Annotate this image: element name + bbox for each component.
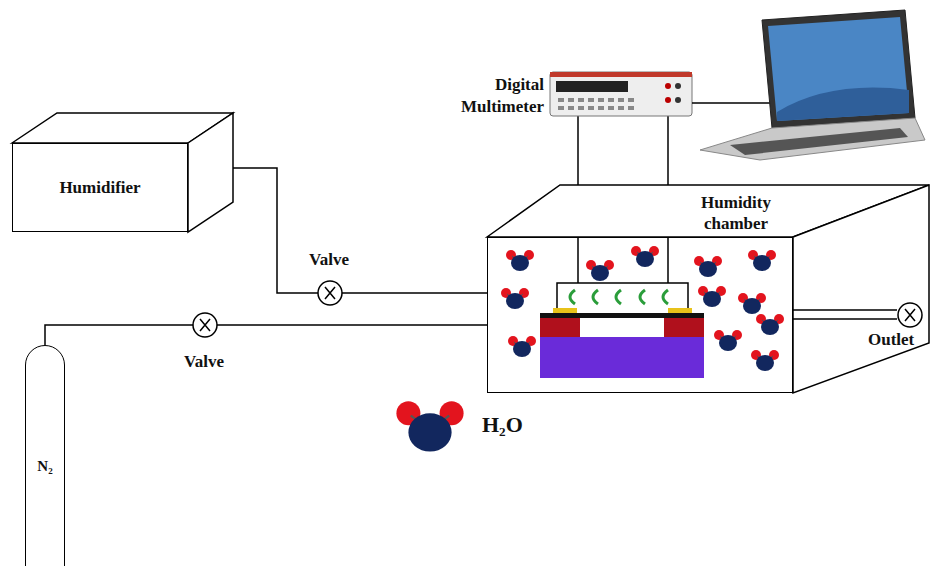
terminal — [675, 83, 681, 89]
node-label: Humidity chamber — [688, 192, 784, 235]
key — [598, 98, 604, 102]
key — [568, 98, 574, 102]
oxygen-atom — [743, 298, 761, 314]
humidifier-box: Humidifier — [12, 143, 188, 232]
oxygen-atom — [591, 265, 609, 281]
connector-line — [45, 325, 487, 345]
key — [588, 98, 594, 102]
wire — [692, 102, 775, 104]
key — [598, 106, 604, 110]
node-label: Digital Multimeter — [444, 74, 544, 118]
oxygen-atom — [703, 291, 721, 307]
oxygen-atom — [506, 293, 524, 309]
valve-label: Valve — [309, 250, 349, 270]
oxygen-atom — [513, 341, 531, 357]
valve-symbol — [318, 281, 342, 305]
valve-cross — [905, 309, 915, 321]
field-arc — [570, 290, 575, 304]
terminal — [675, 97, 681, 103]
electrode — [553, 308, 577, 313]
key — [608, 98, 614, 102]
valve-cross — [325, 287, 335, 299]
box-side — [188, 113, 233, 232]
valve-cross — [200, 319, 210, 331]
support-pad — [664, 318, 704, 337]
electrode — [668, 308, 692, 313]
oxygen-atom — [699, 261, 717, 277]
node-label: Humidifier — [59, 178, 140, 198]
humidity-chamber: Humidity chamber — [487, 237, 793, 393]
node-label: N₂ — [37, 458, 52, 566]
oxygen-atom — [753, 255, 771, 271]
terminal — [665, 97, 671, 103]
support-pad — [540, 318, 580, 337]
key — [618, 106, 624, 110]
field-arc — [640, 290, 645, 304]
oxygen-atom — [408, 413, 451, 451]
gas-cylinder: N₂ — [25, 345, 65, 566]
field-arc — [616, 290, 621, 304]
key — [558, 98, 564, 102]
oxygen-atom — [719, 335, 737, 351]
field-arc — [593, 290, 598, 304]
key — [628, 98, 634, 102]
oxygen-atom — [511, 255, 529, 271]
oxygen-atom — [761, 319, 779, 335]
valves — [193, 281, 922, 337]
outlet-label: Outlet — [868, 330, 914, 350]
key — [588, 106, 594, 110]
key — [578, 106, 584, 110]
oxygen-atom — [756, 355, 774, 371]
screen-wave — [777, 88, 909, 121]
substrate — [540, 337, 704, 378]
laptop-screen — [768, 17, 909, 121]
chamber-side — [793, 185, 929, 393]
valve-label: Valve — [184, 352, 224, 372]
outlet-pipe — [793, 318, 897, 320]
multimeter-body — [550, 72, 692, 116]
field-arc — [663, 290, 668, 304]
key — [568, 106, 574, 110]
key — [628, 106, 634, 110]
multimeter-device: Digital Multimeter — [550, 72, 692, 116]
key — [558, 106, 564, 110]
oxygen-atom — [636, 251, 654, 267]
sensor-wire — [557, 237, 688, 312]
laptop-lid — [762, 10, 915, 128]
key — [578, 98, 584, 102]
valve-symbol — [898, 303, 922, 327]
laptop-keyboard — [730, 128, 908, 155]
multimeter-top — [550, 72, 692, 77]
molecule-label: H₂O — [482, 412, 523, 438]
valve-symbol — [193, 313, 217, 337]
outlet-pipe — [793, 309, 897, 311]
key — [608, 106, 614, 110]
field-arcs — [570, 290, 668, 304]
multimeter-display — [556, 81, 628, 92]
terminal — [665, 83, 671, 89]
water-molecules — [396, 246, 784, 452]
key — [618, 98, 624, 102]
sensing-film — [540, 313, 704, 318]
laptop-base — [700, 118, 925, 160]
multimeter-keys — [558, 98, 634, 110]
